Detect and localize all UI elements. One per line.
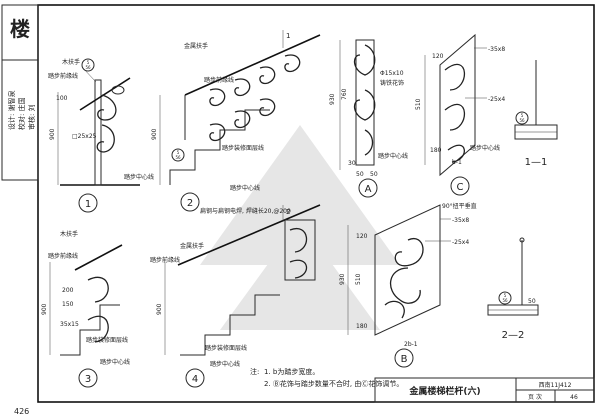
d3-center-line: 踏步中心线 — [100, 358, 130, 366]
chapter-glyph: 楼 — [10, 17, 30, 41]
side-label-1: 设计: 谢智泉 — [7, 90, 16, 130]
db-dim-930: 930 — [339, 273, 346, 285]
da-dim-760: 760 — [341, 88, 348, 100]
detail-4: 900 金属扶手 扁钢与扁钢电焊, 焊缝长20,@200 踏步前缘线 踏步装修面… — [150, 204, 321, 388]
db-flat-35: -35x8 — [452, 217, 469, 224]
detail-2: 900 金属扶手 踏步前缘线 踏步装修面层线 踏步中心线 5 56 1 2 — [151, 30, 321, 212]
notes: 注: 1. b为踏步宽度。 2. Ⓑ花饰与踏步数量不合时, 由Ⓒ花饰调节。 — [250, 367, 403, 388]
dc-dim-510: 510 — [415, 98, 422, 110]
dc-center-line: 踏步中心线 — [470, 144, 500, 152]
db-2b1: 2b-1 — [404, 341, 418, 348]
db-flat-25: -25x4 — [452, 239, 469, 246]
sheet-frame — [37, 4, 595, 403]
notes-header: 注: — [250, 367, 259, 376]
d4-dim-900: 900 — [156, 303, 163, 315]
d3-dim-150: 150 — [62, 301, 74, 308]
d2-center-line: 踏步中心线 — [230, 184, 260, 192]
d2-cut-1: 1 — [286, 32, 290, 40]
da-center-line: 踏步中心线 — [378, 152, 408, 160]
s11-detail-top: 5 — [521, 113, 524, 118]
watermark — [200, 125, 400, 330]
da-cast: 铸铁花饰 — [380, 79, 404, 87]
d3-dim-200: 200 — [62, 287, 74, 294]
d3-wood-handrail: 木扶手 — [60, 230, 78, 238]
d3-surface-line: 踏步装修面层线 — [86, 336, 128, 344]
dc-dim-180: 180 — [430, 147, 442, 154]
dc-flat-25: -25x4 — [488, 96, 505, 103]
da-phi: Φ15x10 — [380, 70, 404, 77]
detail-1: 900 100 □25x25 木扶手 踏步前缘线 踏步中心线 5 56 1 — [48, 58, 154, 213]
d2-metal-handrail: 金属扶手 — [184, 42, 208, 50]
dc-flat-35: -35x8 — [488, 46, 505, 53]
dc-dim-120: 120 — [432, 53, 444, 60]
d1-detail-bottom: 56 — [85, 65, 91, 70]
side-label-3: 审核: 刘 — [27, 104, 36, 130]
s22-detail-bottom: 56 — [502, 298, 508, 303]
d3-nosing-line: 踏步前缘线 — [48, 252, 78, 260]
detail-b: 930 510 120 180 2b-1 90°扭平垂直 -35x8 -25x4… — [339, 202, 477, 368]
d2-nosing-line: 踏步前缘线 — [204, 76, 234, 84]
d3-dim-900: 900 — [41, 303, 48, 315]
page-no: 46 — [570, 394, 578, 401]
callout-b: B — [401, 354, 408, 365]
da-dim-930: 930 — [329, 93, 336, 105]
d1-detail-top: 5 — [87, 60, 90, 65]
d4-nosing-line: 踏步前缘线 — [150, 256, 180, 264]
detail-a: 930 760 30 50 50 Φ15x10 铸铁花饰 踏步中心线 A — [329, 39, 408, 198]
side-label-2: 校对: 庄国 — [17, 97, 26, 130]
d4-surface-line: 踏步装修面层线 — [205, 344, 247, 352]
detail-c: 510 120 180 -35x8 -25x4 b-1 踏步中心线 C — [415, 33, 505, 196]
db-vertical-note: 90°扭平垂直 — [442, 202, 477, 210]
db-dim-510: 510 — [355, 273, 362, 285]
callout-2: 2 — [187, 198, 193, 209]
callout-4: 4 — [192, 374, 198, 385]
d2-surface-line: 踏步装修面层线 — [222, 144, 264, 152]
db-dim-120: 120 — [356, 233, 368, 240]
d2-detail-top: 5 — [177, 150, 180, 155]
d2-dim-900: 900 — [151, 128, 158, 140]
section-2-2: 50 5 56 2—2 — [487, 237, 539, 341]
notes-line-2: 2. Ⓑ花饰与踏步数量不合时, 由Ⓒ花饰调节。 — [264, 379, 403, 388]
d1-bar: □25x25 — [72, 133, 97, 140]
notes-line-1: 1. b为踏步宽度。 — [264, 367, 319, 376]
d1-wood-handrail: 木扶手 — [62, 58, 80, 66]
atlas-label: 西南11J412 — [539, 381, 572, 389]
side-strip: 楼 设计: 谢智泉 校对: 庄国 审核: 刘 — [1, 4, 39, 181]
detail-3: 900 200 150 35x15 木扶手 踏步前缘线 踏步装修面层线 踏步中心… — [41, 230, 130, 388]
s11-detail-bottom: 56 — [519, 118, 525, 123]
d4-cut-2: 2 — [286, 208, 290, 216]
d1-nosing-line: 踏步前缘线 — [48, 72, 78, 80]
dc-b1: b-1 — [452, 159, 462, 166]
page-number: 426 — [14, 407, 29, 416]
page-label: 页 次 — [528, 393, 542, 401]
section-1-1: 5 56 1—1 — [514, 60, 558, 168]
section-2-2-label: 2—2 — [502, 330, 525, 341]
callout-1: 1 — [85, 199, 91, 210]
d4-metal-handrail: 金属扶手 — [180, 242, 204, 250]
d1-center-line: 踏步中心线 — [124, 173, 154, 181]
section-1-1-label: 1—1 — [525, 157, 548, 168]
d1-dim-100: 100 — [56, 95, 68, 102]
d2-detail-bottom: 56 — [175, 155, 181, 160]
d4-center-line: 踏步中心线 — [210, 360, 240, 368]
d1-dim-900: 900 — [49, 128, 56, 140]
da-dim-50b: 50 — [370, 171, 378, 178]
title-block: 金属楼梯栏杆(六) 西南11J412 页 次 46 — [374, 377, 595, 403]
da-dim-30: 30 — [348, 160, 356, 167]
callout-c: C — [457, 182, 464, 193]
callout-a: A — [365, 184, 372, 195]
s22-detail-top: 5 — [504, 293, 507, 298]
s22-dim-50: 50 — [528, 298, 536, 305]
db-dim-180: 180 — [356, 323, 368, 330]
callout-3: 3 — [85, 374, 91, 385]
d4-weld-note: 扁钢与扁钢电焊, 焊缝长20,@200 — [200, 207, 291, 215]
da-dim-50a: 50 — [356, 171, 364, 178]
drawing-title: 金属楼梯栏杆(六) — [408, 385, 480, 397]
d3-bar: 35x15 — [60, 321, 79, 328]
